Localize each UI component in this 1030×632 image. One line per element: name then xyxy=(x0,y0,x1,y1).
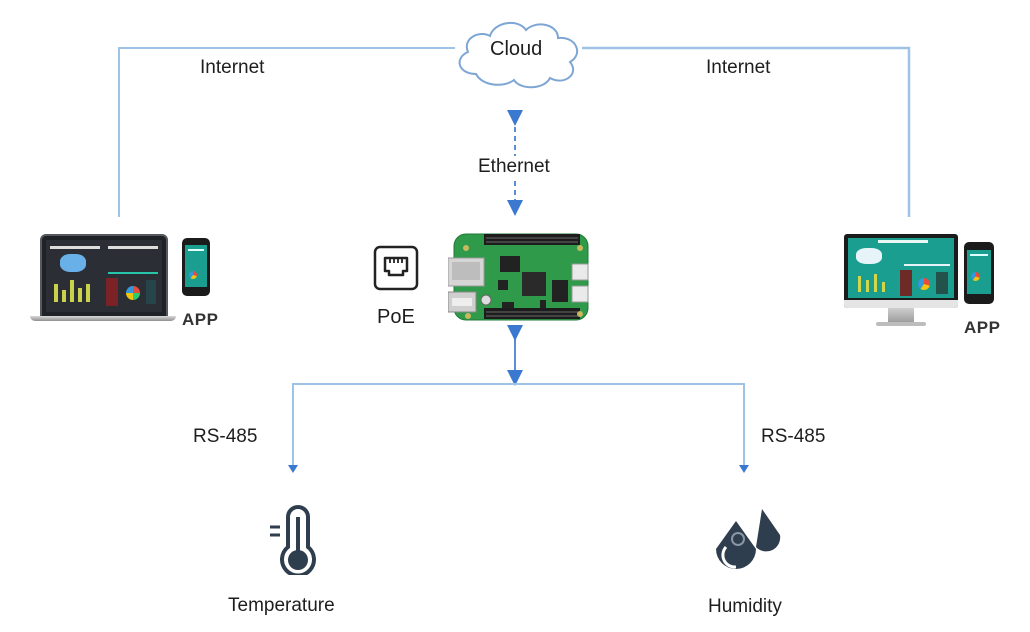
circuit-board-icon xyxy=(447,233,589,321)
gateway-node[interactable] xyxy=(447,228,593,324)
left-client-node[interactable]: APP xyxy=(26,232,226,332)
humidity-drops-icon xyxy=(716,509,781,569)
temperature-label: Temperature xyxy=(228,595,335,616)
thermometer-icon xyxy=(270,505,316,575)
rs485-label-right: RS-485 xyxy=(761,426,826,447)
humidity-node[interactable]: Humidity xyxy=(700,505,810,620)
humidity-label: Humidity xyxy=(708,596,782,617)
rs485-label-left: RS-485 xyxy=(193,426,258,447)
right-app-label: APP xyxy=(964,318,1001,337)
internet-link-left xyxy=(118,47,455,217)
right-client-node[interactable]: APP xyxy=(840,234,1030,344)
rs485-bus xyxy=(292,383,745,466)
internet-label-right: Internet xyxy=(706,57,771,78)
arrow-to-temperature xyxy=(288,465,298,473)
internet-link-right xyxy=(582,46,911,217)
ethernet-port-icon xyxy=(373,245,419,291)
poe-label: PoE xyxy=(377,306,415,328)
cloud-icon xyxy=(458,21,579,89)
cloud-node[interactable]: Cloud xyxy=(448,14,590,92)
cloud-label: Cloud xyxy=(490,38,543,60)
ethernet-label: Ethernet xyxy=(478,156,550,178)
poe-node[interactable]: PoE xyxy=(368,242,428,332)
temperature-node[interactable]: Temperature xyxy=(222,505,362,620)
internet-label-left: Internet xyxy=(200,57,265,78)
left-app-label: APP xyxy=(182,310,219,329)
arrow-to-humidity xyxy=(739,465,749,473)
